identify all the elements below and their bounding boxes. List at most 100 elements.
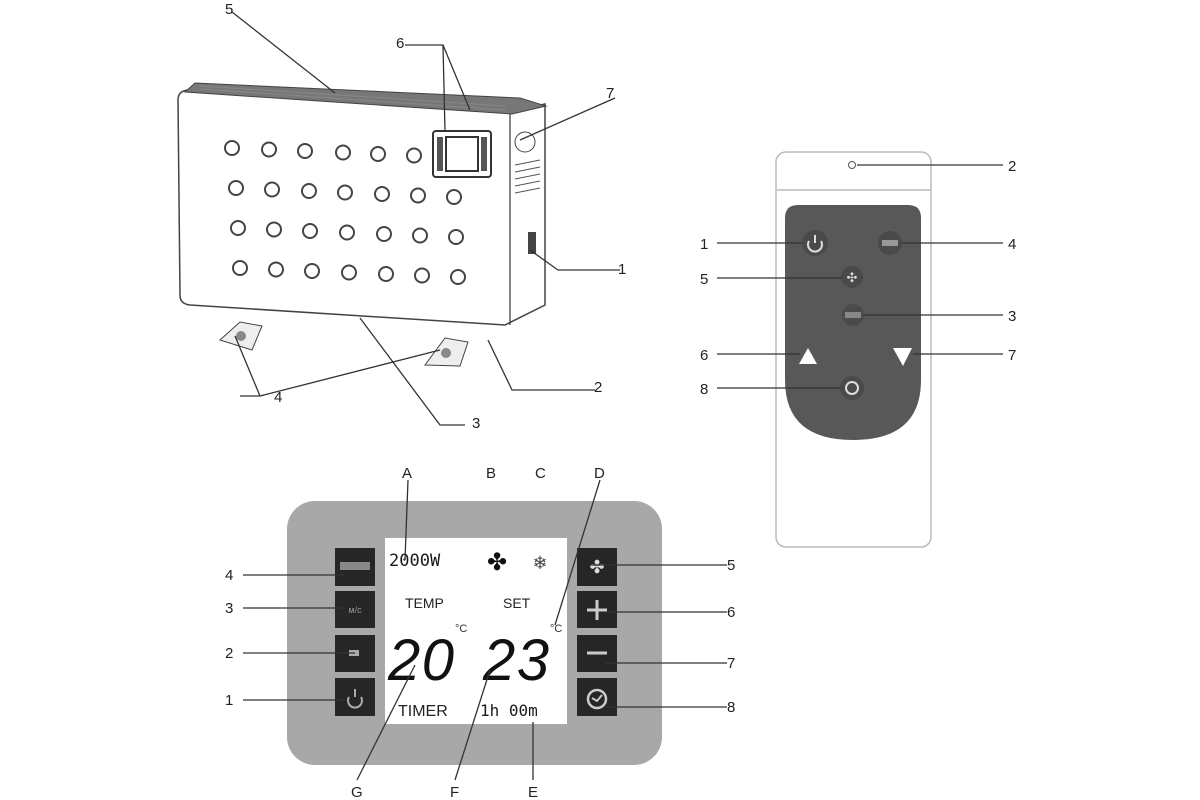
vent-hole [406, 147, 422, 164]
remote-callout-8: 8 [700, 381, 708, 398]
power-readout: 2000W [389, 551, 441, 571]
vent-hole [230, 220, 246, 236]
vent-hole [266, 221, 282, 238]
remote-callout-7: 7 [1008, 347, 1016, 364]
vent-hole [450, 269, 466, 285]
remote-callout-3: 3 [1008, 308, 1016, 325]
remote-up-button[interactable] [799, 348, 817, 364]
vent-hole [339, 224, 355, 241]
remote-callout-6: 6 [700, 347, 708, 364]
panel-callout-6: 6 [727, 604, 735, 621]
power-icon [347, 696, 363, 709]
panel-callout-e: E [528, 784, 538, 800]
vent-hole [414, 267, 430, 284]
remote-power-button[interactable] [802, 230, 828, 256]
panel-callout-c: C [535, 465, 546, 482]
plus-icon [587, 600, 607, 620]
vent-hole [302, 223, 318, 239]
panel-callout-b: B [486, 465, 496, 482]
vent-hole [304, 263, 320, 279]
panel-callout-d: D [594, 465, 605, 482]
air-vents [224, 140, 466, 285]
vent-hole [228, 180, 244, 196]
fan-icon: ✣ [847, 270, 858, 285]
heater-illustration: 5 6 7 1 2 3 4 [177, 1, 626, 432]
heater-callout-6: 6 [396, 35, 404, 52]
vent-hole [268, 261, 284, 278]
panel-timer-button[interactable] [577, 678, 617, 716]
panel-callout-2: 2 [225, 645, 233, 662]
heater-callout-3: 3 [472, 415, 480, 432]
panel-minus-button[interactable] [577, 635, 617, 672]
triangle-down-icon [893, 348, 912, 366]
panel-mode-button[interactable] [335, 548, 375, 586]
panel-callout-7: 7 [727, 655, 735, 672]
remote-timer-button[interactable] [840, 376, 864, 400]
remote-control: ✣ 2 1 4 5 3 6 7 8 [700, 151, 1016, 548]
remote-eco-button[interactable] [842, 304, 864, 326]
panel-fan-button[interactable]: ✤ [577, 548, 617, 586]
vent-hole [224, 140, 240, 156]
ir-emitter [848, 161, 856, 169]
panel-power-button[interactable] [335, 678, 375, 716]
vent-hole [412, 227, 428, 244]
side-grille [514, 159, 541, 194]
vent-hole [337, 184, 353, 201]
panel-callout-8: 8 [727, 699, 735, 716]
heater-callout-5: 5 [225, 1, 233, 18]
triangle-up-icon [799, 348, 817, 364]
panel-callout-f: F [450, 784, 459, 800]
vent-hole [410, 187, 426, 204]
clock-icon [586, 688, 608, 710]
heater-control-panel [432, 130, 492, 178]
timer-icon [845, 381, 859, 395]
power-icon [807, 240, 823, 253]
vent-hole [232, 260, 248, 276]
panel-eco-button[interactable]: ᴍ/ᴄ [335, 591, 375, 628]
fan-icon: ✤ [589, 557, 604, 577]
panel-callout-3: 3 [225, 600, 233, 617]
thermostat-knob [514, 131, 536, 153]
remote-callout-2: 2 [1008, 158, 1016, 175]
timer-label: TIMER [398, 703, 448, 720]
power-switch [528, 232, 536, 254]
heater-callout-4: 4 [274, 389, 282, 406]
remote-callout-5: 5 [700, 271, 708, 288]
vent-hole [297, 143, 313, 159]
lcd-display [385, 538, 567, 724]
vent-hole [264, 181, 280, 198]
vent-hole [261, 141, 277, 158]
eco-icon [845, 312, 861, 318]
panel-plus-button[interactable] [577, 591, 617, 628]
vent-hole [378, 266, 394, 282]
remote-fan-button[interactable]: ✣ [841, 266, 863, 288]
heater-icon [340, 562, 370, 570]
panel-callout-5: 5 [727, 557, 735, 574]
current-temp-unit: °C [455, 623, 467, 635]
remote-callout-4: 4 [1008, 236, 1016, 253]
temp-label: TEMP [405, 595, 444, 611]
panel-callout-a: A [402, 465, 412, 482]
remote-down-button[interactable] [893, 348, 912, 366]
vent-hole [341, 264, 357, 281]
vent-hole [301, 183, 317, 199]
control-panel: ᴍ/ᴄ ✤ 2000W ✤ ❄ TEMP SET 20 °C 23 °C TIM… [225, 465, 735, 800]
vent-hole [374, 186, 390, 202]
vent-hole [446, 189, 462, 205]
remote-callout-1: 1 [700, 236, 708, 253]
heater-icon [882, 240, 898, 246]
vent-hole [335, 144, 351, 161]
heater-callout-7: 7 [606, 85, 614, 102]
set-label: SET [503, 595, 531, 611]
vent-hole [376, 226, 392, 242]
heater-callout-1: 1 [618, 261, 626, 278]
remote-mode-button[interactable] [878, 231, 902, 255]
vent-hole [370, 146, 386, 162]
timer-value: 1h 00m [480, 701, 538, 720]
heater-callout-2: 2 [594, 379, 602, 396]
vent-hole [448, 229, 464, 245]
panel-callout-1: 1 [225, 692, 233, 709]
eco-icon: ᴍ/ᴄ [348, 605, 362, 615]
panel-callout-g: G [351, 784, 363, 800]
